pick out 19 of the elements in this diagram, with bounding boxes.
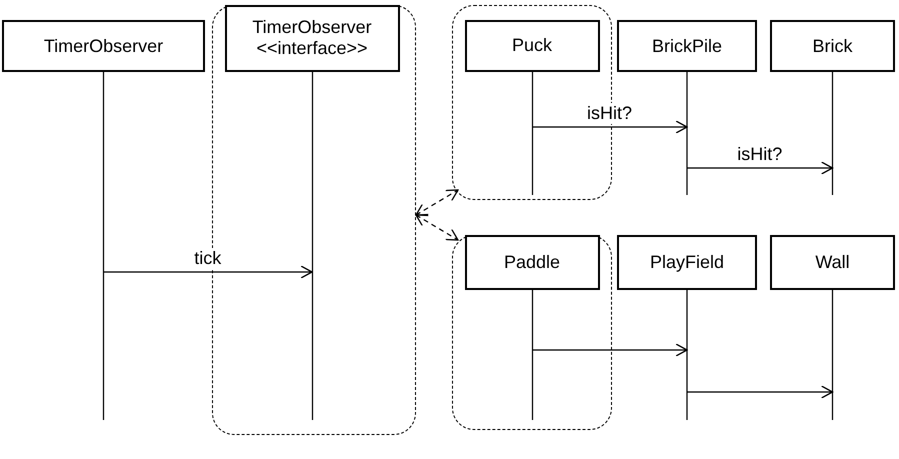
dashed-group-region bbox=[452, 235, 612, 430]
object-name: TimerObserver bbox=[252, 17, 372, 38]
object-name: Paddle bbox=[504, 252, 560, 272]
message-arrow bbox=[687, 161, 834, 175]
message-label: isHit? bbox=[585, 103, 634, 124]
message-arrow bbox=[415, 189, 459, 216]
message-arrow bbox=[532, 343, 688, 357]
object-name: Brick bbox=[812, 36, 852, 56]
message-arrow bbox=[104, 265, 313, 279]
message-arrow bbox=[532, 120, 688, 134]
object-name: BrickPile bbox=[652, 36, 722, 56]
object-name: Puck bbox=[512, 35, 552, 56]
message-arrow bbox=[687, 385, 834, 399]
object-name: PlayField bbox=[650, 252, 724, 273]
object-name: TimerObserver bbox=[44, 36, 164, 56]
message-arrow bbox=[415, 214, 459, 241]
object-name: Wall bbox=[815, 252, 850, 273]
message-label: tick bbox=[192, 248, 224, 269]
stereotype-text: <<interface>> bbox=[256, 38, 368, 59]
